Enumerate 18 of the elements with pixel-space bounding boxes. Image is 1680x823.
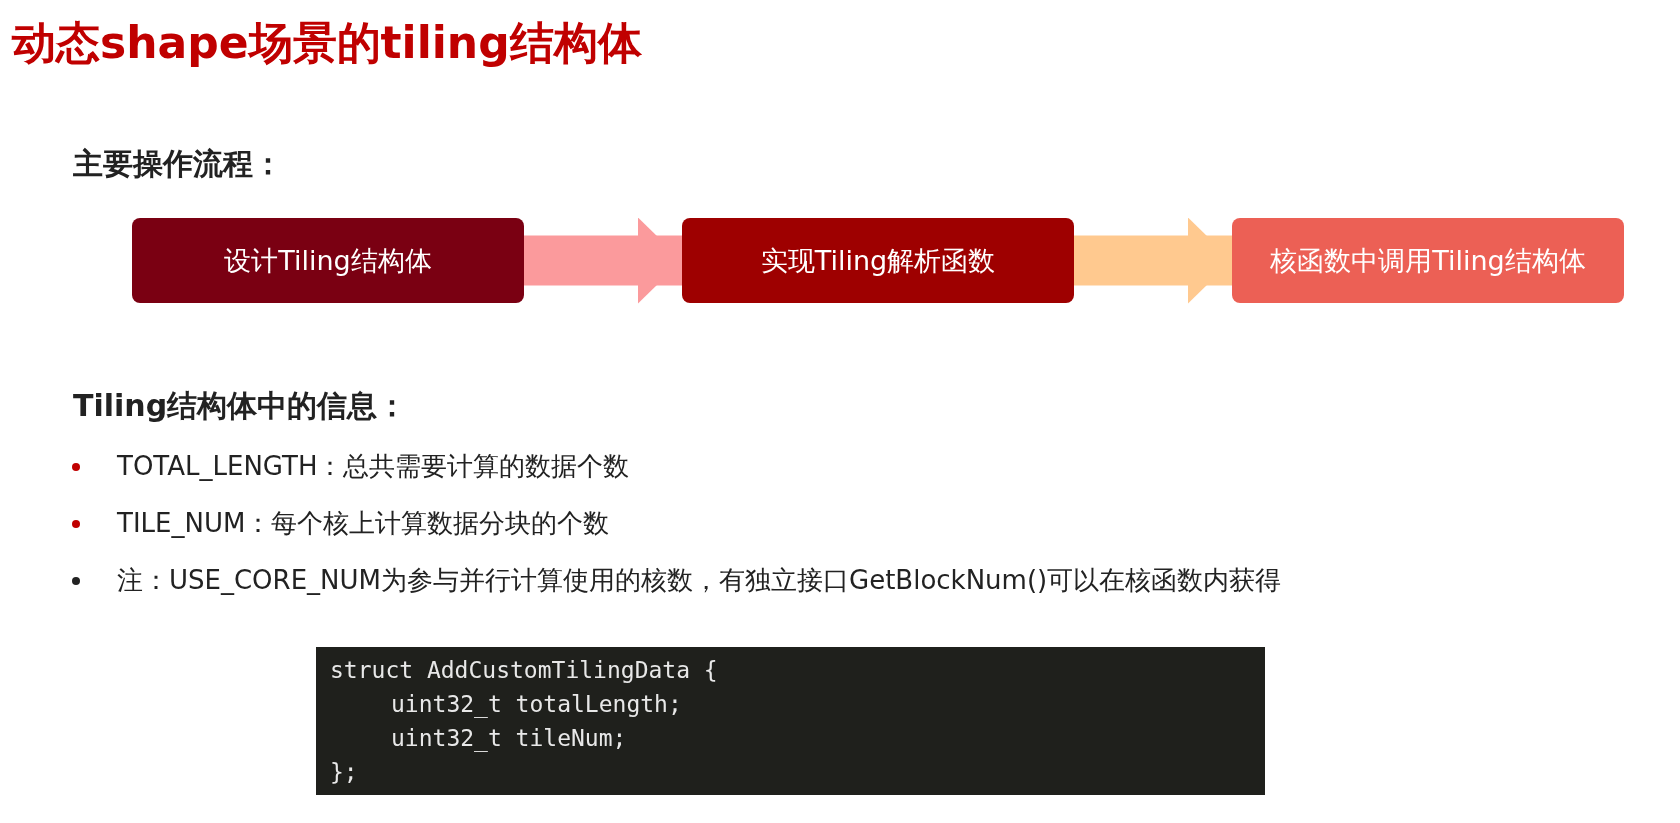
box-label: 核函数中调用Tiling结构体: [1270, 243, 1586, 278]
box-label: 设计Tiling结构体: [224, 243, 432, 278]
bullet-text: TOTAL_LENGTH：总共需要计算的数据个数: [117, 450, 630, 483]
slide-title: 动态shape场景的tiling结构体: [12, 16, 642, 70]
code-line: struct AddCustomTilingData {: [330, 657, 718, 683]
arrow: [524, 217, 682, 304]
code-line: uint32_t totalLength;: [391, 691, 682, 717]
code-line: uint32_t tileNum;: [391, 725, 627, 751]
process-box: [1232, 218, 1624, 303]
code-line: };: [330, 759, 358, 785]
bullet-text: 注：USE_CORE_NUM为参与并行计算使用的核数，有独立接口GetBlockNum()可以在核函数内获得: [117, 564, 1282, 597]
section-heading: 主要操作流程：: [73, 145, 283, 183]
process-box: [682, 218, 1074, 303]
arrow: [1074, 217, 1232, 304]
process-box: [132, 218, 524, 303]
section-heading: Tiling结构体中的信息：: [73, 387, 408, 425]
box-label: 实现Tiling解析函数: [760, 243, 996, 278]
bullet-text: TILE_NUM：每个核上计算数据分块的个数: [117, 507, 610, 540]
